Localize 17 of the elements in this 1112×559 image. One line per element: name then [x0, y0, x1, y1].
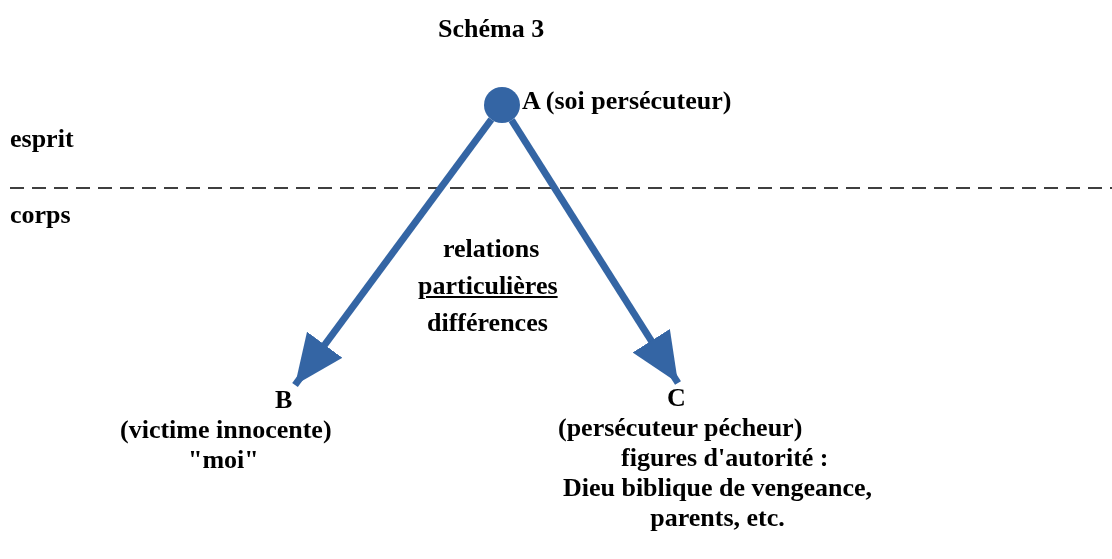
text-label: esprit — [10, 124, 74, 154]
node-text: B — [275, 385, 293, 415]
arrow — [292, 117, 495, 388]
text-label: relations — [443, 234, 540, 264]
node-text: "moi" — [188, 445, 259, 475]
arrow — [508, 118, 681, 385]
node-text: (persécuteur pécheur) — [558, 413, 803, 443]
circle-node — [484, 87, 520, 123]
node-text: C — [667, 383, 686, 413]
text-label: particulières — [418, 271, 558, 301]
text-label: différences — [427, 308, 548, 338]
diagram-title: Schéma 3 — [438, 14, 545, 44]
text-label: corps — [10, 200, 71, 230]
node-text: figures d'autorité : — [621, 443, 829, 473]
node-text: Dieu biblique de vengeance, parents, etc. — [561, 473, 874, 533]
node-caption: A (soi persécuteur) — [522, 86, 732, 116]
node-text: (victime innocente) — [120, 415, 332, 445]
